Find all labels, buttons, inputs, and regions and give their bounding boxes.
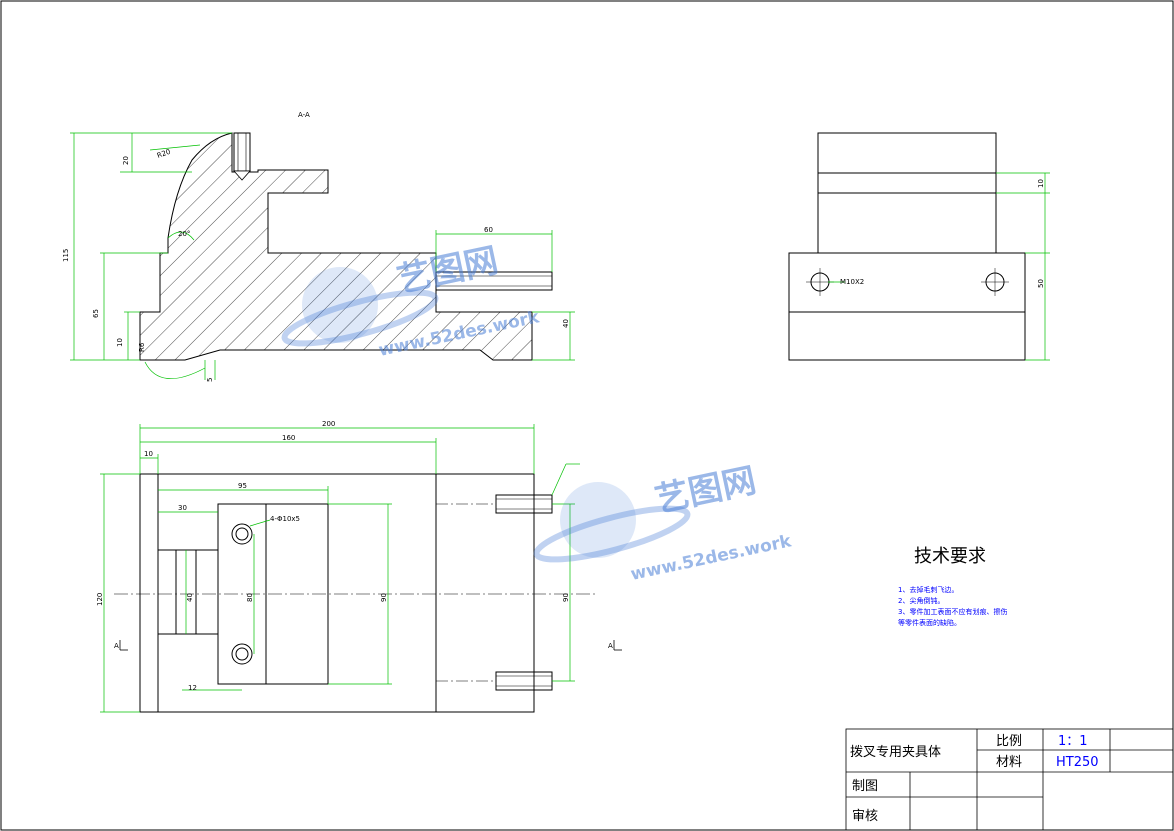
side-dim-10: 10 bbox=[1037, 179, 1045, 188]
top-bolt-upper bbox=[495, 494, 553, 514]
front-dim-115: 115 bbox=[62, 249, 70, 262]
watermark-2: 艺图网 www.52des.work bbox=[533, 460, 794, 585]
top-dim-200: 200 bbox=[322, 420, 335, 428]
top-bolt-lower bbox=[495, 671, 553, 691]
part-name: 拨叉专用夹具体 bbox=[850, 745, 941, 760]
front-dim-angle: 20° bbox=[178, 230, 190, 238]
section-mark: A-A bbox=[298, 111, 310, 119]
top-dim-90: 90 bbox=[380, 593, 388, 602]
requirement-1: 1、去掉毛刺飞边。 bbox=[898, 585, 958, 594]
top-dim-30: 30 bbox=[178, 504, 187, 512]
scale-label: 比例 bbox=[996, 734, 1022, 749]
top-hole-upper bbox=[231, 523, 253, 545]
side-thread-label: M10X2 bbox=[840, 278, 864, 286]
watermark-name-1: 艺图网 bbox=[394, 240, 502, 300]
top-view bbox=[114, 473, 622, 713]
top-dim-120: 120 bbox=[96, 593, 104, 606]
top-dim-40: 40 bbox=[186, 593, 194, 602]
material-label: 材料 bbox=[996, 755, 1022, 770]
top-dim-90b: 90 bbox=[562, 593, 570, 602]
front-dim-60: 60 bbox=[484, 226, 493, 234]
title-block bbox=[845, 728, 1174, 831]
top-hole-lower bbox=[231, 643, 253, 665]
top-hole-label: 4-Φ10x5 bbox=[270, 515, 300, 523]
side-view bbox=[788, 132, 1026, 361]
top-dim-10: 10 bbox=[144, 450, 153, 458]
top-dim-12: 12 bbox=[188, 684, 197, 692]
top-dim-80: 80 bbox=[246, 593, 254, 602]
front-dim-20: 20 bbox=[122, 156, 130, 165]
top-dim-160: 160 bbox=[282, 434, 295, 442]
front-dim-40: 40 bbox=[562, 319, 570, 328]
checked-label: 审核 bbox=[852, 809, 878, 824]
technical-requirements: 技术要求 1、去掉毛刺飞边。 2、尖角倒钝。 3、零件加工表面不应有划痕、擦伤 … bbox=[898, 546, 1007, 627]
front-dim-65: 65 bbox=[92, 309, 100, 318]
front-thread-hole bbox=[233, 132, 251, 172]
scale-value: 1：1 bbox=[1058, 734, 1088, 749]
front-dim-5: 5 bbox=[206, 378, 214, 382]
front-dim-r6: R6 bbox=[138, 342, 146, 352]
top-hole-lower-inner bbox=[235, 647, 249, 661]
drawn-label: 制图 bbox=[852, 779, 878, 794]
requirement-2: 2、尖角倒钝。 bbox=[898, 596, 944, 605]
requirement-3: 3、零件加工表面不应有划痕、擦伤 bbox=[898, 607, 1007, 616]
front-body-hatched bbox=[139, 132, 533, 361]
section-letter-right: A bbox=[608, 642, 613, 650]
section-letter-left: A bbox=[114, 642, 119, 650]
top-dim-95: 95 bbox=[238, 482, 247, 490]
requirements-title: 技术要求 bbox=[914, 546, 986, 567]
watermark-name-2: 艺图网 bbox=[652, 460, 760, 520]
top-hole-upper-inner bbox=[235, 527, 249, 541]
requirement-4: 等零件表面的缺陷。 bbox=[898, 618, 961, 627]
front-dim-10: 10 bbox=[116, 338, 124, 347]
material-value: HT250 bbox=[1056, 755, 1099, 770]
side-dim-50: 50 bbox=[1037, 279, 1045, 288]
